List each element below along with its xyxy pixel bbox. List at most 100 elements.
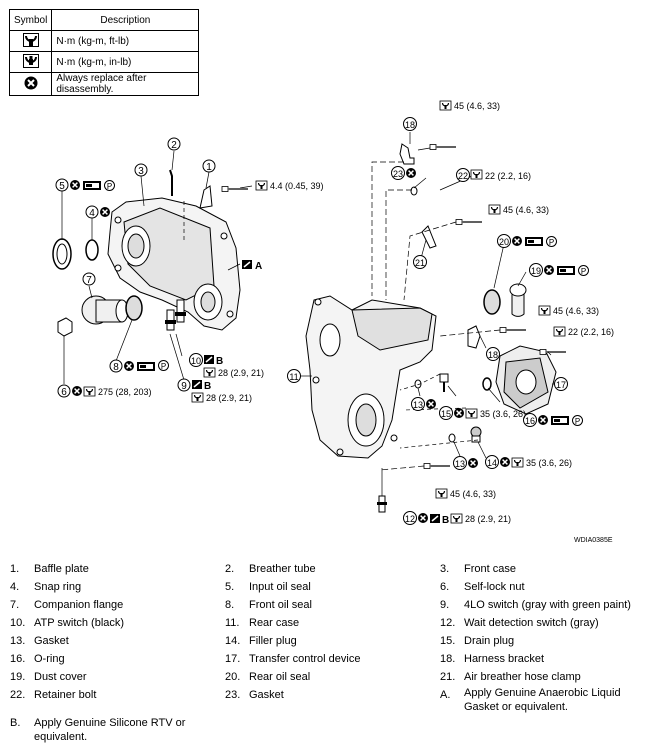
callout-17: 17 [554, 377, 568, 391]
svg-text:16: 16 [525, 416, 535, 426]
svg-text:17: 17 [556, 380, 566, 390]
bolt-right [499, 326, 527, 334]
part-number: 16. [10, 653, 26, 665]
part-label: Companion flange [34, 599, 124, 611]
replace-icon [425, 398, 437, 410]
svg-text:18: 18 [405, 120, 415, 130]
svg-text:5: 5 [59, 181, 65, 192]
torque-1: 4.4 (0.45, 39) [270, 181, 324, 191]
svg-text:P: P [549, 238, 554, 247]
torque-in-lb-icon [255, 180, 268, 191]
torque-ft-lb-icon [439, 100, 452, 111]
gasket-23 [410, 186, 418, 196]
replace-icon [71, 385, 83, 397]
replace-icon [511, 235, 523, 247]
svg-text:13: 13 [413, 400, 423, 410]
replace-icon [123, 360, 135, 372]
callout-19: 19 [529, 263, 543, 277]
svg-text:14: 14 [487, 458, 497, 468]
callout-1: 1 [202, 159, 216, 173]
snap-ring [85, 239, 99, 261]
svg-text:15: 15 [441, 409, 451, 419]
replace-icon [453, 407, 465, 419]
torque-in-lb-icon [470, 169, 483, 180]
svg-text:P: P [107, 182, 112, 191]
svg-text:4: 4 [89, 208, 95, 219]
anaerobic-icon [191, 379, 203, 390]
part-number: 9. [440, 599, 450, 611]
svg-text:8: 8 [113, 362, 119, 373]
sealant-icon [551, 416, 569, 425]
part-number: 8. [225, 599, 235, 611]
callout-12: 12 [403, 511, 417, 525]
part-label: Apply Genuine Anaerobic Liquid Gasket or… [464, 687, 621, 713]
legend-symbol-cell [8, 30, 53, 52]
svg-text:3: 3 [138, 166, 144, 177]
callouts-left: 1 2 3 4 5 6 7 8 9 10 [55, 137, 216, 398]
torque-9: 28 (2.9, 21) [206, 393, 252, 403]
part-label: Gasket [249, 689, 284, 701]
callout-10: 10 [189, 353, 203, 367]
svg-text:P: P [581, 267, 586, 276]
svg-text:18: 18 [488, 350, 498, 360]
wait-detection-switch [377, 495, 387, 513]
svg-text:13: 13 [455, 459, 465, 469]
callout-16: 16 [523, 413, 537, 427]
harness-bracket-upper [399, 143, 415, 165]
part-number: 20. [225, 671, 241, 683]
breather-tube [169, 169, 173, 196]
part-label: Front oil seal [249, 599, 312, 611]
part-label: Dust cover [34, 671, 87, 683]
front-case [107, 197, 241, 331]
torque-14: 35 (3.6, 26) [526, 458, 572, 468]
filler-plug [470, 426, 482, 443]
svg-text:P: P [575, 417, 580, 426]
callout-13-lower: 13 [453, 456, 467, 470]
sealant-icon [557, 266, 575, 275]
part-label: Rear case [249, 617, 300, 629]
callout-6: 6 [57, 384, 71, 398]
companion-flange [81, 295, 129, 325]
part-number: 12. [440, 617, 456, 629]
part-number: 4. [10, 581, 20, 593]
callout-4: 4 [85, 205, 99, 219]
torque-6: 275 (28, 203) [98, 387, 152, 397]
part-number: 22. [10, 689, 26, 701]
exploded-transfer-diagram: 1 2 3 4 5 6 7 8 9 10 11 12 13 13 14 15 1… [52, 100, 614, 544]
letter-a: A [255, 261, 262, 272]
part-number: 14. [225, 635, 241, 647]
callout-22-upper: 22 [456, 168, 470, 182]
sealant-icon [83, 181, 101, 190]
svg-text:23: 23 [393, 169, 403, 179]
callout-13-upper: 13 [411, 397, 425, 411]
part-number: 11. [225, 617, 240, 629]
letter-b: B [216, 356, 223, 367]
transfer-control-device [495, 345, 557, 415]
svg-text:7: 7 [86, 275, 92, 286]
torque-ft-lb-icon [435, 488, 448, 499]
bolt-bottom [423, 462, 451, 470]
part-label: Air breather hose clamp [464, 671, 581, 683]
rear-oil-seal [483, 289, 501, 315]
o-ring [482, 377, 492, 391]
replace-icon [543, 264, 555, 276]
torque-ft-lb-icon [22, 32, 39, 47]
part-label: Rear oil seal [249, 671, 311, 683]
p-badge: P [546, 236, 557, 247]
torque-ft-lb-icon [83, 386, 96, 397]
svg-text:6: 6 [61, 387, 67, 398]
atp-switch [175, 299, 186, 323]
part-label: Transfer control device [249, 653, 361, 665]
sealant-icon [137, 362, 155, 371]
part-number: 21. [440, 671, 456, 683]
part-label: 4LO switch (gray with green paint) [464, 599, 631, 611]
torque-ft-lb-icon [191, 392, 204, 403]
part-label: ATP switch (black) [34, 617, 125, 629]
svg-text:1: 1 [206, 162, 212, 173]
callout-5: 5 [55, 178, 69, 192]
part-label: Harness bracket [464, 653, 545, 665]
callout-7: 7 [82, 272, 96, 286]
part-number: 17. [225, 653, 241, 665]
drain-plug [439, 373, 449, 392]
part-label: O-ring [34, 653, 65, 665]
